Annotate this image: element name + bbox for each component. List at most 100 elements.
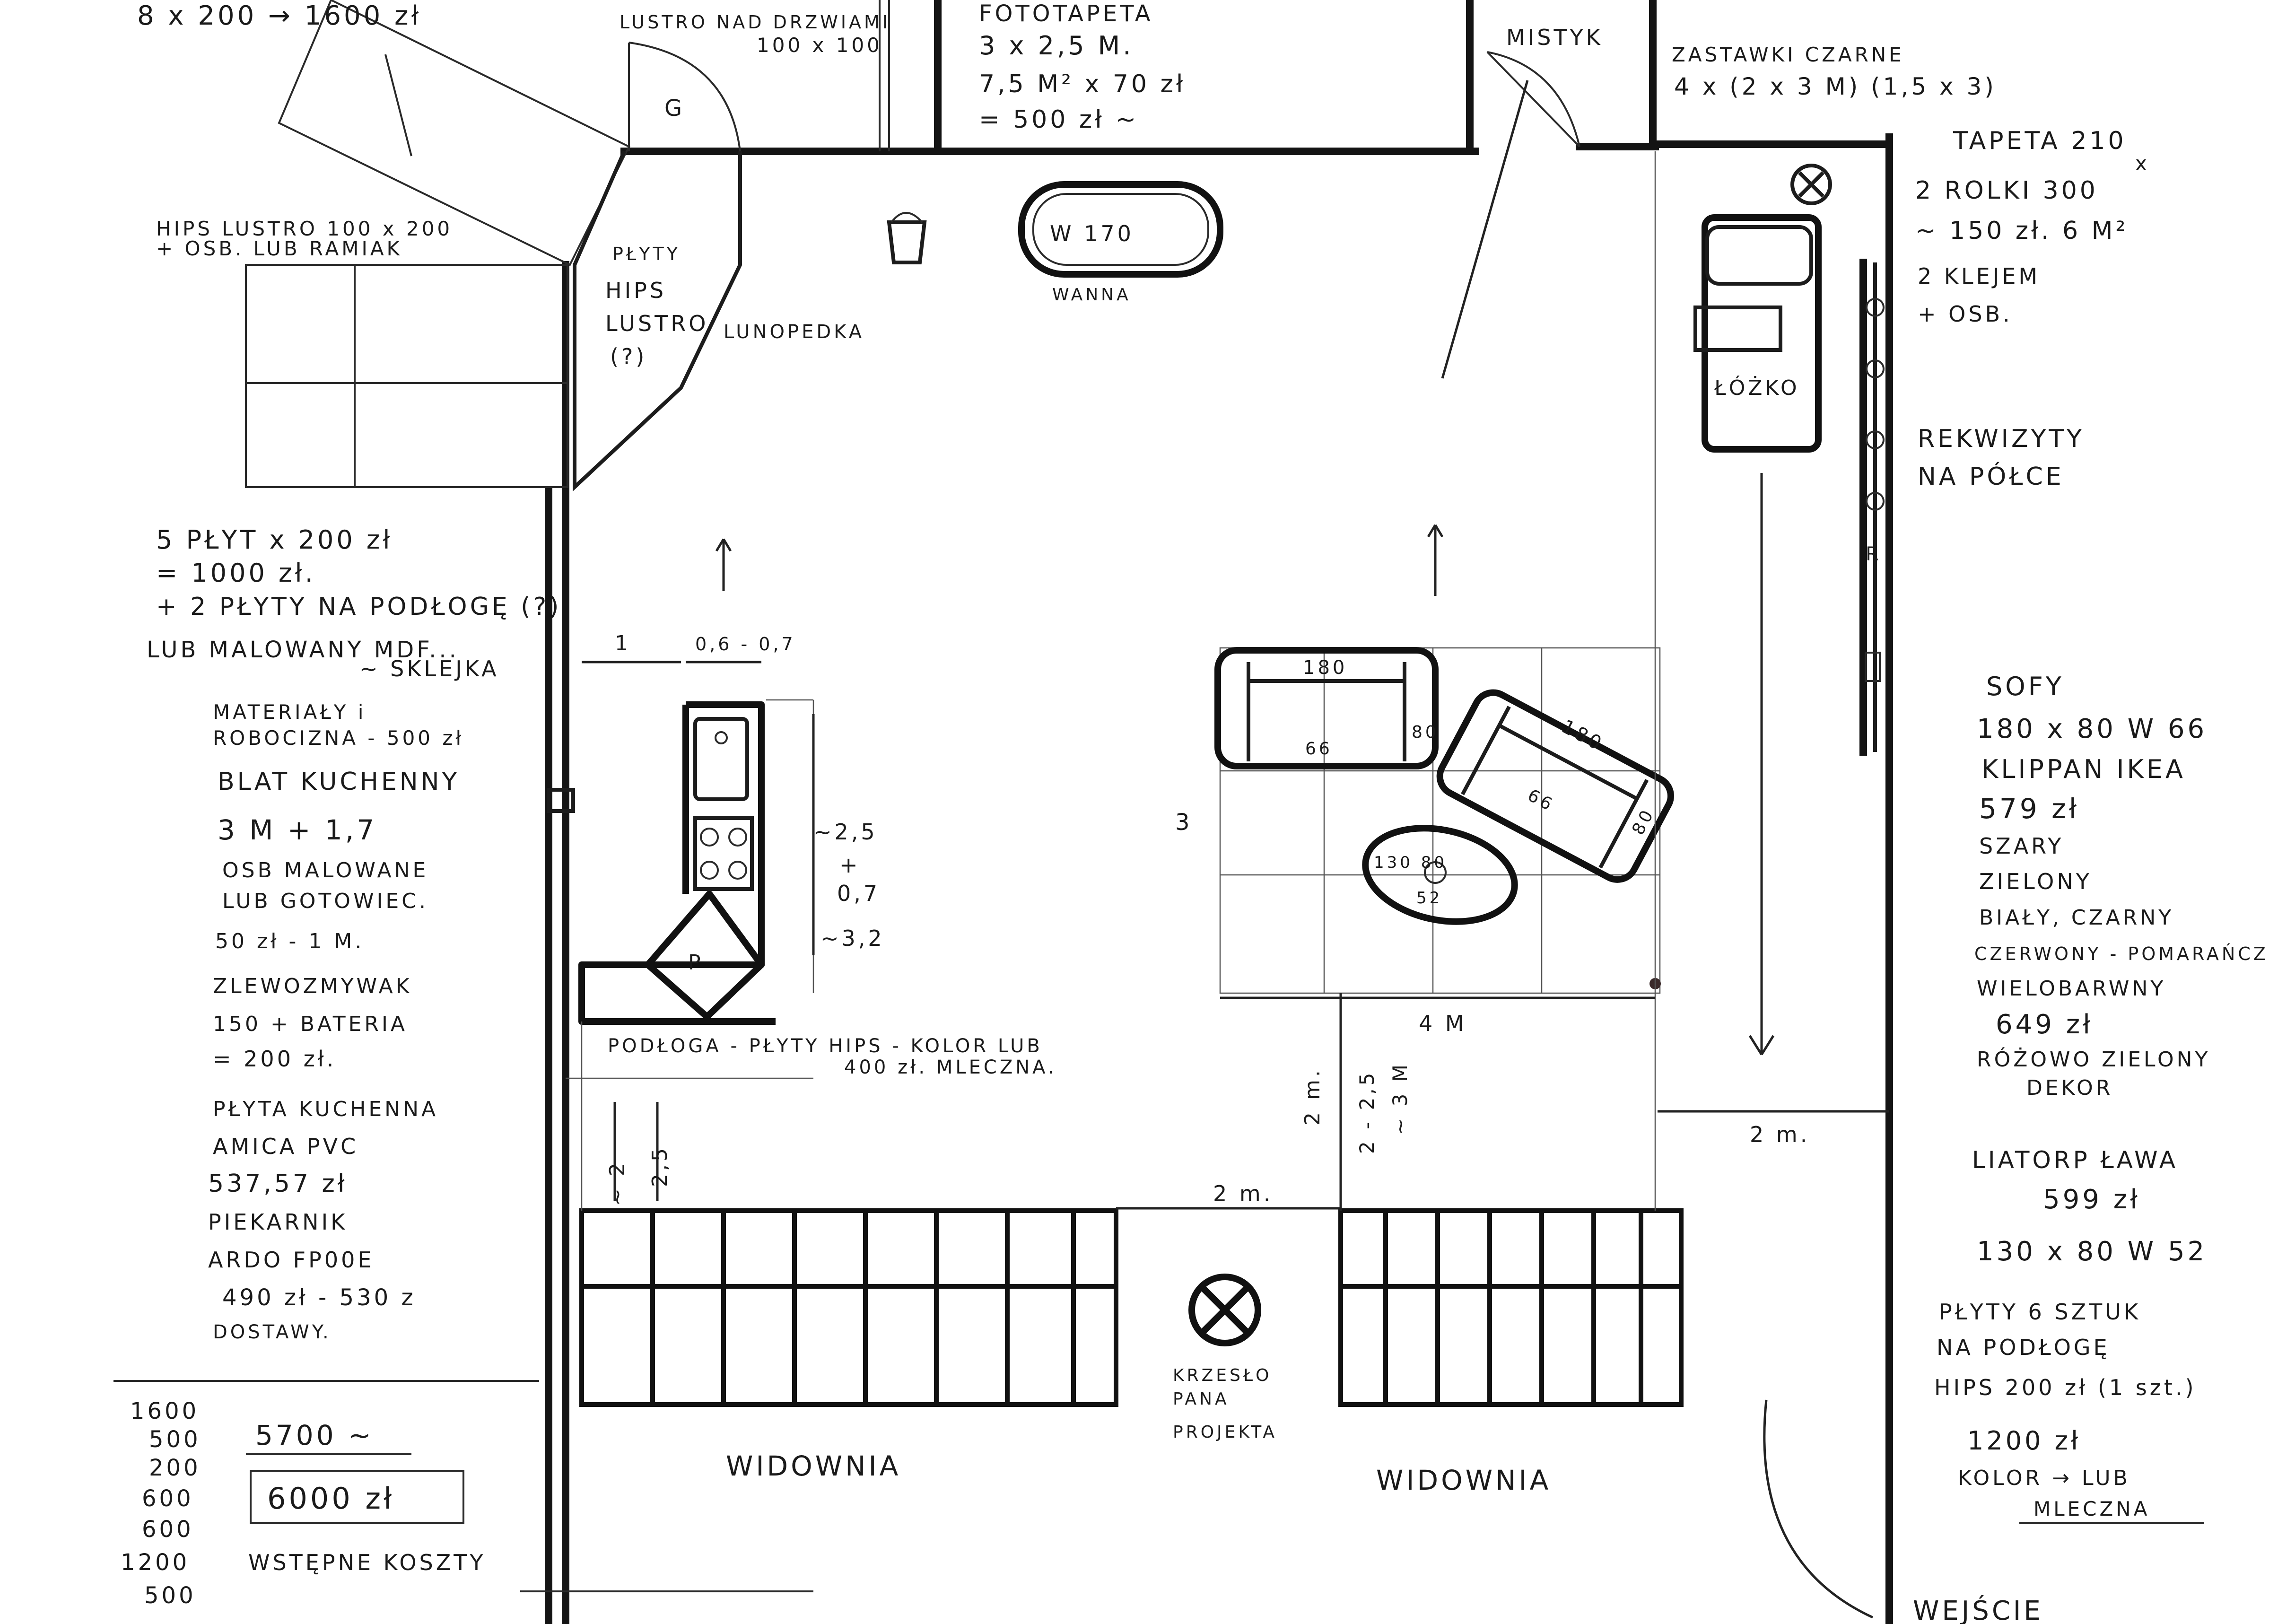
shelf-prop-1 [1866,298,1885,317]
director-chair-icon [1188,1274,1261,1346]
label-director-chair-2: PANA [1173,1389,1230,1409]
total-boxed: 6000 zł [267,1481,395,1516]
shelf-prop-5 [1865,652,1881,682]
label-mistyk: MISTYK [1506,25,1603,50]
lamp-cross-b [1798,171,1824,198]
bucket-handle [890,212,923,223]
note-wallpaper-5: 2 KLEJEM [1918,263,2040,289]
lamp-circle [1790,164,1832,205]
label-dim-06: 0,6 - 0,7 [695,634,796,655]
sofa-right [1436,689,1674,883]
label-mirror-above-door: LUSTRO NAD DRZWIAMI [620,12,890,33]
counter-outline [578,701,776,1025]
note-worktop-1: MATERIAŁY i [213,700,366,724]
seating-area [1214,647,1674,994]
label-panels-mirror-2: HIPS [605,278,666,303]
label-photo-wallpaper-4: = 500 zł ~ [979,105,1139,134]
total-item-6: 1200 [121,1549,190,1576]
arrow-up-seating-head-a [1427,524,1437,538]
label-door-g: G [664,95,685,122]
bucket-icon [887,212,927,264]
note-sofas-11: RÓŻOWO ZIELONY [1977,1047,2210,1072]
mirror-panels [245,0,742,492]
risers-right-frame [1338,1208,1684,1407]
label-photo-wallpaper-1: FOTOTAPETA [979,0,1153,27]
dimension-lines [113,80,2204,1619]
director-chair-cross-b [1201,1286,1248,1334]
plan-labels: LUSTRO NAD DRZWIAMI 100 x 100 G FOTOTAPE… [605,0,2043,1624]
label-floor-note-1: PODŁOGA - PŁYTY HIPS - KOLOR LUB [608,1035,1043,1057]
label-dim-07: 0,7 [837,881,880,906]
hob-icon [693,816,754,891]
hob-burner-3 [700,861,719,880]
note-worktop-3: BLAT KUCHENNY [218,768,460,796]
total-subtotal: 5700 ~ [255,1419,374,1451]
sofa-right-outline [1436,689,1674,883]
label-sofa-top-height: 66 [1305,739,1333,759]
note-floor-plates-1: PŁYTY 6 SZTUK [1939,1299,2141,1325]
note-sofas-1: SOFY [1986,672,2064,701]
label-panels-mirror-3: LUSTRO [605,311,708,336]
sofa-right-back [1498,724,1638,801]
shelf-prop-2 [1866,359,1885,378]
label-bed: ŁÓŻKO [1714,375,1800,400]
bed-blanket [1693,306,1782,352]
note-top-cost: 8 x 200 → 1600 zł [137,0,421,31]
label-table: 130 80 [1374,853,1447,872]
lamp-icon [1790,164,1832,205]
arrow-up-kitchen-head-a [715,538,725,552]
mirror-panel-divider [384,54,412,157]
total-box [250,1470,464,1524]
label-dim-1: 1 [615,631,631,655]
cost-totals: 1600 500 200 600 600 1200 500 5700 ~ 600… [121,1398,483,1609]
arrow-diagonal [1441,80,1529,379]
note-table-1: LIATORP ŁAWA [1972,1146,2178,1174]
note-props-1: REKWIZYTY [1918,425,2085,453]
doors [628,0,1580,152]
label-shelf-r: R [1866,543,1882,565]
bathtub [1018,181,1223,278]
label-floor-note-2: 400 zł. MLECZNA. [844,1056,1057,1078]
label-dim-25: ~2,5 [813,819,878,845]
total-item-3: 200 [149,1455,201,1481]
mirror-panel-angled [278,0,630,266]
label-audience-right: WIDOWNIA [1376,1464,1551,1496]
shelf-prop-3 [1866,430,1885,449]
label-dim-2-left: ~ 2 [605,1160,629,1206]
label-dim-4m: 4 M [1419,1011,1467,1036]
note-floor-plates-4: 1200 zł [1967,1426,2081,1456]
total-item-4: 600 [142,1485,194,1512]
hob-burner-2 [728,828,747,847]
door-right-swing [1487,51,1580,147]
label-director-chair-1: KRZESŁO [1173,1366,1272,1385]
kitchen-counter [578,699,814,1025]
label-mirror-size: 100 x 100 [757,34,882,57]
note-sofas-10: 649 zł [1996,1009,2093,1040]
note-sink-1: ZLEWOZMYWAK [213,974,412,998]
note-panels-4: LUB MALOWANY MDF... [147,637,459,663]
bed-pillow [1705,225,1813,286]
label-entrance: WEJŚCIE [1913,1596,2043,1624]
entrance-arrow [1763,1399,1874,1619]
label-panels-mirror-4: (?) [610,344,647,369]
note-panels-5: ~ SKLEJKA [359,656,499,681]
label-sofa-top-depth: 80 [1412,723,1439,742]
hips-mirror-wedge [573,150,742,492]
sofa-top [1214,647,1439,769]
total-item-5: 600 [142,1516,194,1543]
arrow-up-kitchen-head-b [722,538,732,552]
note-panels-2: = 1000 zł. [156,558,316,588]
note-floor-plates-5: KOLOR → LUB [1958,1466,2130,1490]
left-notes: 8 x 200 → 1600 zł HIPS LUSTRO 100 x 200 … [137,0,559,1343]
label-dim-2m-mid: 2 m. [1213,1181,1273,1206]
audience-risers-right [1338,1208,1684,1407]
note-sofas-12: DEKOR [2026,1076,2113,1100]
note-sofas-9: WIELOBARWNY [1977,977,2166,1001]
risers-left-frame [579,1208,1118,1407]
note-sofas-3: KLIPPAN IKEA [1981,754,2186,784]
mirror-panel-flat [245,264,568,488]
total-item-1: 1600 [130,1398,199,1424]
note-mirror-panel-2: + OSB. LUB RAMIAK [156,237,402,260]
arrow-down-aisle-head-a [1748,1035,1763,1056]
label-table-height: 52 [1416,889,1442,908]
